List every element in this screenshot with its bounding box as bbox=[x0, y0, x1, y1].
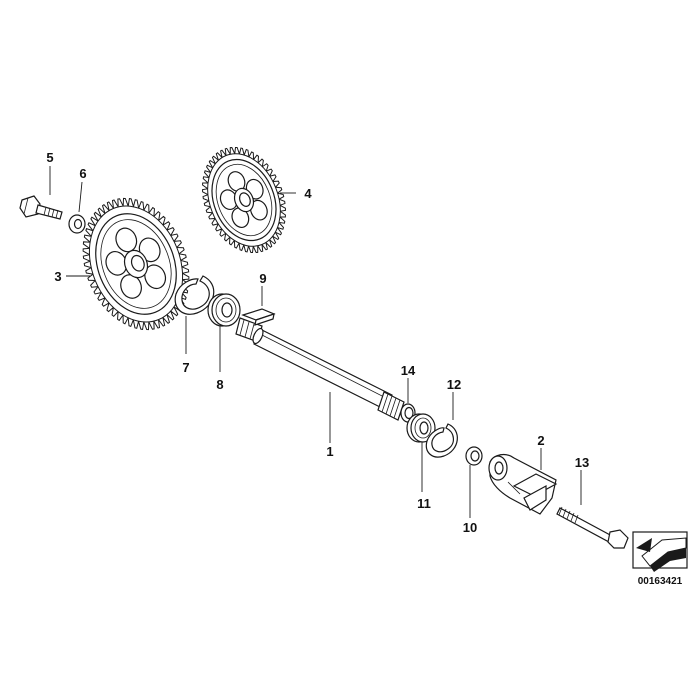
bearing-part-8 bbox=[207, 293, 241, 327]
leader-lines bbox=[49, 166, 582, 518]
gear-part-3 bbox=[82, 197, 190, 331]
direction-arrow-icon bbox=[632, 531, 688, 572]
callout-14: 14 bbox=[401, 363, 416, 378]
callout-6: 6 bbox=[79, 166, 86, 181]
callout-9: 9 bbox=[259, 271, 266, 286]
washer-part-6 bbox=[68, 214, 86, 234]
callout-5: 5 bbox=[46, 150, 53, 165]
callout-10: 10 bbox=[463, 520, 477, 535]
callout-3: 3 bbox=[54, 269, 61, 284]
key-part-9 bbox=[241, 308, 276, 326]
diagram-code: 00163421 bbox=[638, 576, 683, 587]
callout-12: 12 bbox=[447, 377, 461, 392]
bracket-part-2 bbox=[488, 453, 558, 515]
circlip-part-7 bbox=[174, 275, 215, 315]
bearing-part-11 bbox=[406, 413, 436, 443]
washer-part-10 bbox=[465, 446, 483, 466]
gear-part-4 bbox=[201, 146, 287, 254]
callout-8: 8 bbox=[216, 377, 223, 392]
callout-4: 4 bbox=[304, 186, 312, 201]
circlip-part-12 bbox=[425, 423, 458, 458]
bolt-part-5 bbox=[19, 195, 63, 220]
callouts: 1 2 3 4 5 6 7 8 9 10 11 12 13 14 bbox=[46, 150, 589, 535]
callout-11: 11 bbox=[417, 496, 431, 511]
callout-2: 2 bbox=[537, 433, 544, 448]
callout-7: 7 bbox=[182, 360, 189, 375]
screw-part-13 bbox=[556, 506, 629, 549]
shaft-part-1 bbox=[235, 317, 405, 421]
callout-13: 13 bbox=[575, 455, 589, 470]
callout-1: 1 bbox=[326, 444, 333, 459]
